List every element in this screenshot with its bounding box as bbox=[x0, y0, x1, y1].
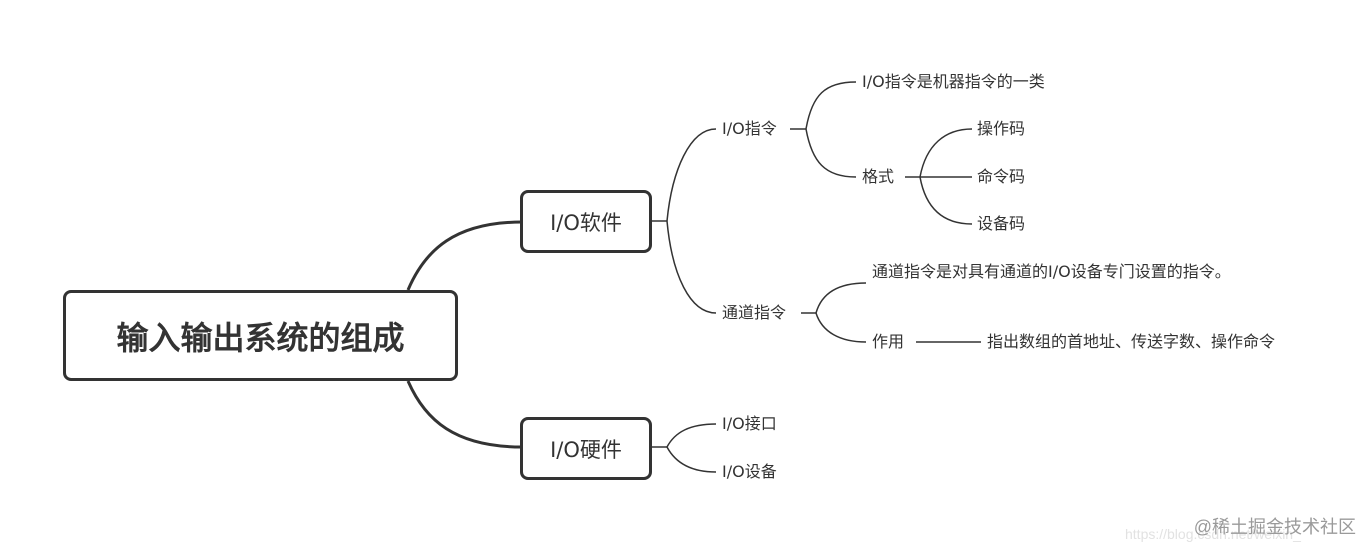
node-io-instruction-note[interactable]: I/O指令是机器指令的一类 bbox=[862, 72, 1045, 91]
connector-root-software bbox=[406, 220, 523, 291]
connector-format-device bbox=[919, 176, 973, 225]
node-format[interactable]: 格式 bbox=[862, 167, 895, 186]
watermark-url: https://blog.csdn.net/weixin_ bbox=[1125, 526, 1301, 542]
node-format-item-devicecode[interactable]: 设备码 bbox=[977, 214, 1026, 233]
node-format-item-cmdcode[interactable]: 命令码 bbox=[977, 167, 1026, 186]
node-format-item-opcode[interactable]: 操作码 bbox=[977, 119, 1026, 138]
connector-hardware-device bbox=[666, 446, 717, 473]
node-io-hardware[interactable]: I/O硬件 bbox=[520, 417, 652, 480]
connector-root-hardware bbox=[406, 380, 523, 449]
connector-software-channel bbox=[666, 220, 717, 314]
connector-format-opcode bbox=[919, 128, 973, 178]
connector-ioinstr-note bbox=[805, 81, 857, 130]
watermark-text: @稀土掘金技术社区 bbox=[1193, 517, 1356, 537]
root-node[interactable]: 输入输出系统的组成 bbox=[63, 290, 458, 381]
connector-software-ioinstr bbox=[666, 128, 717, 222]
node-io-software-label: I/O软件 bbox=[550, 210, 622, 235]
node-effect-detail[interactable]: 指出数组的首地址、传送字数、操作命令 bbox=[987, 332, 1276, 351]
node-channel-instruction-note[interactable]: 通道指令是对具有通道的I/O设备专门设置的指令。 bbox=[872, 262, 1231, 281]
node-io-device[interactable]: I/O设备 bbox=[722, 462, 777, 481]
node-effect[interactable]: 作用 bbox=[872, 332, 905, 351]
connector-hardware-interface bbox=[666, 423, 717, 448]
node-io-interface[interactable]: I/O接口 bbox=[722, 414, 777, 433]
node-io-instruction[interactable]: I/O指令 bbox=[722, 119, 777, 138]
node-io-software[interactable]: I/O软件 bbox=[520, 190, 652, 253]
node-io-hardware-label: I/O硬件 bbox=[550, 437, 622, 462]
connector-ioinstr-format bbox=[805, 128, 857, 178]
node-channel-instruction[interactable]: 通道指令 bbox=[722, 303, 787, 322]
connector-channel-effect bbox=[815, 312, 867, 343]
connector-channel-note bbox=[815, 282, 867, 314]
root-label: 输入输出系统的组成 bbox=[116, 318, 405, 357]
